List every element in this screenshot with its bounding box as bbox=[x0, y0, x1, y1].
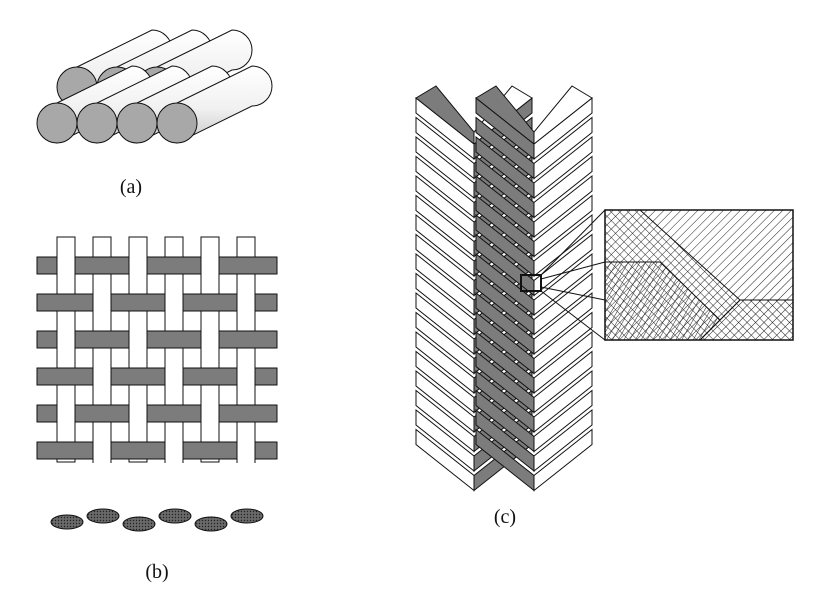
warp-over-2-4 bbox=[201, 327, 219, 352]
yarn-section-5 bbox=[230, 508, 264, 524]
ply-right-1-10 bbox=[533, 291, 593, 356]
yarn-section-2 bbox=[122, 516, 156, 532]
ply-right-1-6 bbox=[533, 213, 593, 278]
zoom-line-0 bbox=[540, 209, 606, 276]
fiber-end-bottom-0 bbox=[36, 102, 78, 144]
ply-right-1-14 bbox=[533, 369, 593, 434]
panel-a-label: (a) bbox=[120, 176, 142, 198]
ply-right-1-17 bbox=[533, 428, 593, 492]
warp-over-5-3 bbox=[165, 438, 183, 463]
ply-right-1-12 bbox=[533, 330, 593, 395]
warp-over-3-1 bbox=[93, 364, 111, 389]
warp-over-1-1 bbox=[93, 290, 111, 315]
panel-a-fiber-bundle bbox=[36, 29, 273, 144]
ply-right-1-3 bbox=[533, 155, 593, 219]
warp-over-0-2 bbox=[129, 253, 147, 278]
ply-right-1-5 bbox=[533, 194, 593, 258]
fiber-end-bottom-2 bbox=[116, 102, 158, 144]
yarn-section-4 bbox=[194, 516, 228, 532]
zoom-line-3 bbox=[540, 290, 606, 341]
ply-right-1-15 bbox=[533, 389, 593, 453]
ply-right-1-16 bbox=[533, 408, 593, 473]
zoom-line-1 bbox=[540, 261, 606, 280]
warp-over-4-4 bbox=[201, 401, 219, 426]
ply-right-1-4 bbox=[533, 174, 593, 239]
ply-right-1-2 bbox=[533, 135, 593, 200]
warp-over-4-0 bbox=[57, 401, 75, 426]
warp-over-5-1 bbox=[93, 438, 111, 463]
zoom-marker bbox=[520, 274, 542, 292]
warp-over-2-2 bbox=[129, 327, 147, 352]
panel-c-label: (c) bbox=[494, 506, 516, 528]
warp-over-3-5 bbox=[237, 364, 255, 389]
yarn-section-0 bbox=[50, 514, 84, 530]
yarn-section-3 bbox=[158, 508, 192, 524]
warp-over-3-3 bbox=[165, 364, 183, 389]
warp-over-1-5 bbox=[237, 290, 255, 315]
panel-b-label: (b) bbox=[145, 561, 168, 583]
panel-c-zoom-inset bbox=[520, 209, 794, 341]
warp-over-2-0 bbox=[57, 327, 75, 352]
inset-frame bbox=[604, 209, 794, 341]
panel-b-plain-weave bbox=[36, 236, 278, 463]
chevron-cap-right-1 bbox=[533, 85, 593, 146]
panel-b-yarn-cross-section bbox=[50, 508, 264, 532]
fiber-end-bottom-3 bbox=[156, 102, 198, 144]
ply-right-1-1 bbox=[533, 116, 593, 180]
warp-over-5-5 bbox=[237, 438, 255, 463]
fiber-end-bottom-1 bbox=[76, 102, 118, 144]
panel-c-herringbone-laminate bbox=[415, 85, 593, 492]
inset-content bbox=[605, 210, 793, 340]
fiber-body-bottom-3 bbox=[176, 65, 273, 144]
warp-over-4-2 bbox=[129, 401, 147, 426]
ply-right-1-11 bbox=[533, 311, 593, 375]
warp-over-0-0 bbox=[57, 253, 75, 278]
warp-over-1-3 bbox=[165, 290, 183, 315]
ply-right-1-9 bbox=[533, 272, 593, 336]
inset-ply-d bbox=[699, 299, 793, 340]
yarn-section-1 bbox=[86, 508, 120, 524]
zoom-line-2 bbox=[540, 286, 606, 301]
ply-right-1-13 bbox=[533, 350, 593, 414]
warp-over-0-4 bbox=[201, 253, 219, 278]
